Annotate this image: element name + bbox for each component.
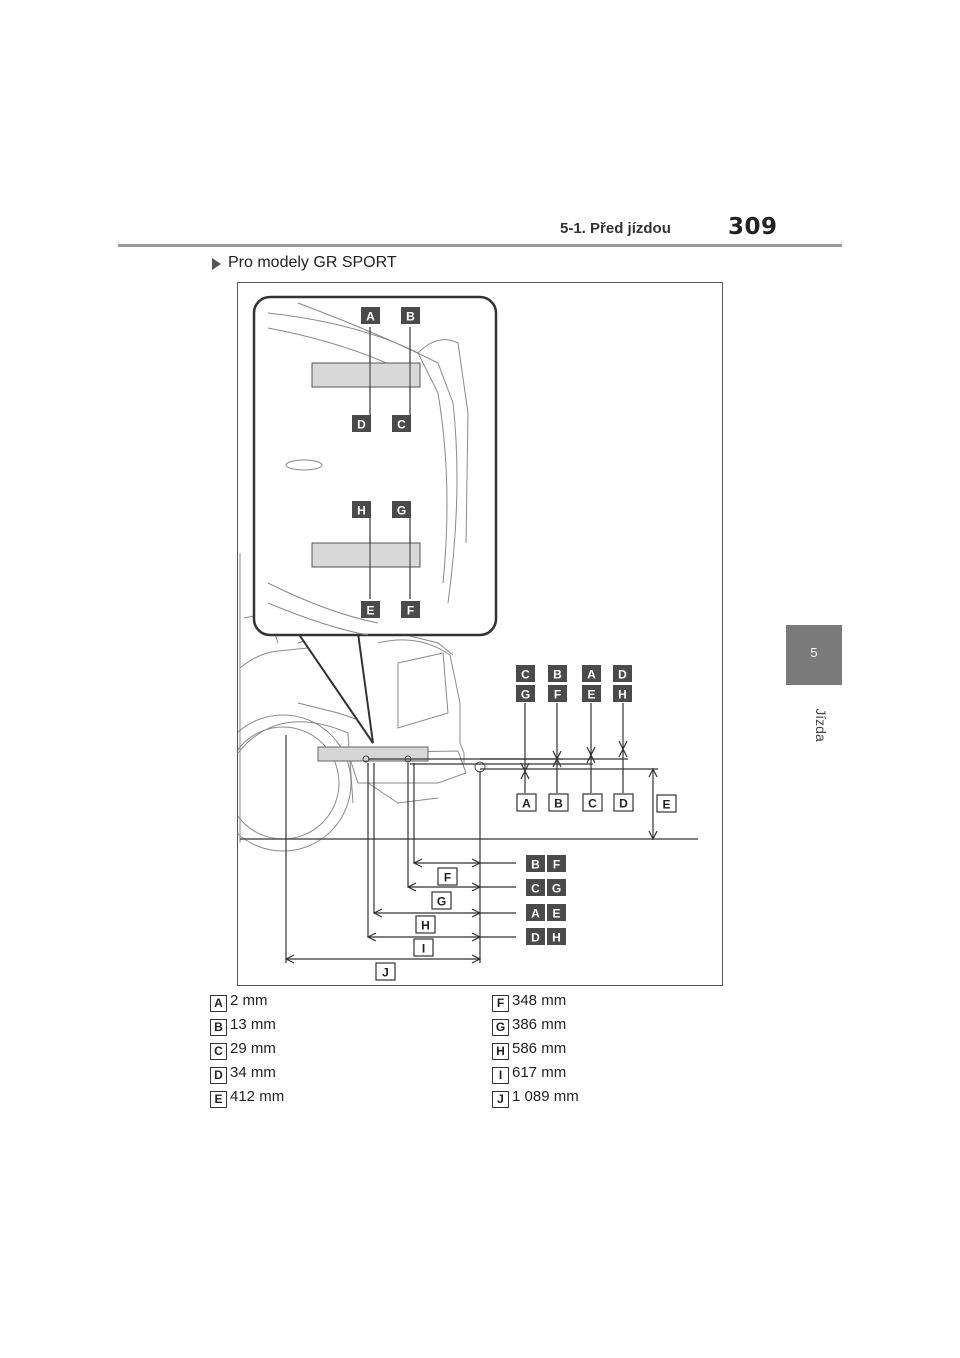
inset-label: E xyxy=(366,604,374,618)
legend-value: 386 mm xyxy=(512,1016,567,1033)
svg-text:D: D xyxy=(531,931,540,945)
dim-label-F: F xyxy=(444,871,451,885)
inset-label: F xyxy=(407,604,414,618)
inset-badge-D: D xyxy=(352,415,371,432)
inset-badge-A: A xyxy=(361,307,380,324)
legend-letter: J xyxy=(492,1091,509,1108)
legend-value: 1 089 mm xyxy=(512,1088,579,1105)
legend-value: 34 mm xyxy=(230,1064,276,1081)
legend-value: 617 mm xyxy=(512,1064,567,1081)
dim-label-E: E xyxy=(662,798,670,812)
section-title: 5-1. Před jízdou xyxy=(560,220,671,237)
dim-label-A: A xyxy=(522,797,531,811)
svg-text:B: B xyxy=(553,668,562,682)
svg-text:B: B xyxy=(531,858,540,872)
header-rule xyxy=(118,244,842,247)
svg-text:A: A xyxy=(587,668,596,682)
inset-label: A xyxy=(366,310,375,324)
triangle-bullet-icon xyxy=(212,258,221,270)
legend-value: 29 mm xyxy=(230,1040,276,1057)
legend-letter: I xyxy=(492,1067,509,1084)
dim-label-H: H xyxy=(421,919,430,933)
dim-label-B: B xyxy=(554,797,563,811)
chapter-tab xyxy=(786,625,842,685)
dim-label-I: I xyxy=(422,942,425,956)
page-number: 309 xyxy=(728,214,778,240)
dim-label-C: C xyxy=(588,797,597,811)
hitch-diagram: A B D C H G E F CG BF AE DH xyxy=(214,295,698,981)
svg-text:E: E xyxy=(587,688,595,702)
chapter-number: 5 xyxy=(810,645,818,660)
inset-badge-E: E xyxy=(361,601,380,618)
legend-letter: G xyxy=(492,1019,509,1036)
inset-badge-G: G xyxy=(392,501,411,518)
legend-letter: F xyxy=(492,995,509,1012)
dim-label-D: D xyxy=(619,797,628,811)
inset-label: G xyxy=(397,504,406,518)
legend-letter: B xyxy=(210,1019,227,1036)
inset-label: H xyxy=(357,504,366,518)
inset-badge-B: B xyxy=(401,307,420,324)
svg-text:A: A xyxy=(531,907,540,921)
pair-badge-A-E: AE xyxy=(582,665,601,702)
legend-letter: A xyxy=(210,995,227,1012)
svg-text:D: D xyxy=(618,668,627,682)
legend-value: 348 mm xyxy=(512,992,567,1009)
legend-value: 2 mm xyxy=(230,992,268,1009)
svg-text:F: F xyxy=(553,858,560,872)
svg-text:G: G xyxy=(521,688,530,702)
dim-label-G: G xyxy=(437,895,446,909)
legend-letter: E xyxy=(210,1091,227,1108)
subheading: Pro modely GR SPORT xyxy=(228,254,397,271)
svg-text:H: H xyxy=(618,688,627,702)
svg-text:C: C xyxy=(521,668,530,682)
svg-text:C: C xyxy=(531,882,540,896)
legend-value: 412 mm xyxy=(230,1088,285,1105)
legend-value: 586 mm xyxy=(512,1040,567,1057)
pair-badge-B-F: BF xyxy=(548,665,567,702)
inset-badge-H: H xyxy=(352,501,371,518)
inset-badge-F: F xyxy=(401,601,420,618)
inset-label: B xyxy=(406,310,415,324)
detail-callout xyxy=(252,295,498,637)
legend-value: 13 mm xyxy=(230,1016,276,1033)
svg-text:G: G xyxy=(552,882,561,896)
pair-badge-D-H: DH xyxy=(613,665,632,702)
svg-text:E: E xyxy=(552,907,560,921)
legend-letter: D xyxy=(210,1067,227,1084)
inset-label: C xyxy=(397,418,406,432)
legend-letter: H xyxy=(492,1043,509,1060)
svg-text:H: H xyxy=(552,931,561,945)
inset-badge-C: C xyxy=(392,415,411,432)
svg-text:F: F xyxy=(554,688,561,702)
dim-label-J: J xyxy=(382,966,389,980)
legend-letter: C xyxy=(210,1043,227,1060)
chapter-label: Jízda xyxy=(813,708,829,742)
pair-badge-C-G: CG xyxy=(516,665,535,702)
inset-label: D xyxy=(357,418,366,432)
